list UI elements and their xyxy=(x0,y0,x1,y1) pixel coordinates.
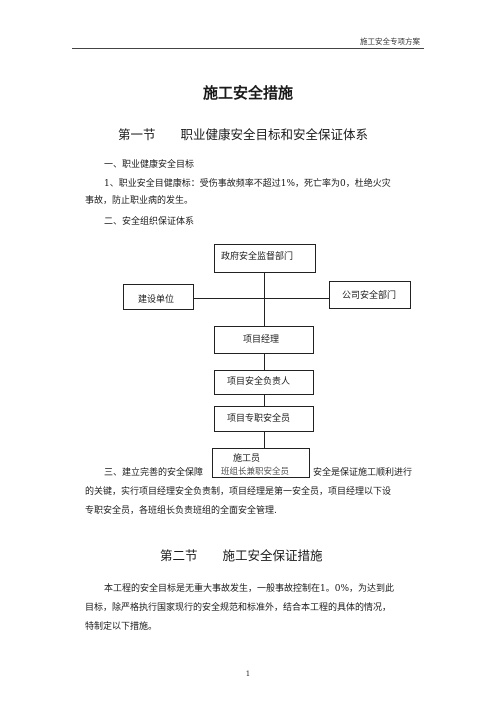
item2-heading: 二、安全组织保证体系 xyxy=(104,217,195,227)
connector-officer-worker xyxy=(264,432,265,448)
connector-horizontal xyxy=(194,298,329,299)
section2-line2: 目标，除严格执行国家现行的安全规范和标准外，结合本工程的具体的情况， xyxy=(85,603,392,613)
item3-line1-b: 安全是保证施工顺利进行 xyxy=(313,468,413,478)
org-box-gov: 政府安全监督部门 xyxy=(214,244,316,273)
connector-gov-pm xyxy=(264,273,265,326)
worker-label: 施工员 xyxy=(233,454,261,464)
running-header: 施工安全专项方案 xyxy=(360,37,420,46)
item3-line2: 的关键，实行项目经理安全负责制，项目经理是第一安全员，项目经理以下设 xyxy=(85,487,392,497)
org-box-company: 公司安全部门 xyxy=(329,281,411,309)
page-number: 1 xyxy=(245,670,251,678)
org-box-safety-head: 项目安全负责人 xyxy=(214,370,314,395)
item1-body-line2: 事故，防止职业病的发生。 xyxy=(85,196,194,206)
team-leader-label: 班组长兼职安全员 xyxy=(221,467,290,477)
header-rule xyxy=(72,48,424,49)
item3-line3: 专职安全员，各班组长负责班组的全面安全管理. xyxy=(85,506,277,516)
item1-heading: 一、职业健康安全目标 xyxy=(104,160,195,170)
item3-line1-a: 三、建立完善的安全保障 xyxy=(104,468,204,478)
item1-body-line1: 1、职业安全目健康标：受伤事故频率不超过1%，死亡率为0，杜绝火灾 xyxy=(104,179,391,189)
org-box-client: 建设单位 xyxy=(123,284,194,310)
section1-heading: 第一节 职业健康安全目标和安全保证体系 xyxy=(118,127,369,142)
org-box-safety-officer: 项目专职安全员 xyxy=(214,406,314,432)
connector-safetyhead-officer xyxy=(264,395,265,406)
org-box-pm: 项目经理 xyxy=(214,326,314,354)
org-box-worker: 施工员 班组长兼职安全员 xyxy=(212,448,310,478)
connector-pm-safetyhead xyxy=(264,354,265,370)
section2-heading: 第二节 施工安全保证措施 xyxy=(160,548,323,563)
section2-line3: 特制定以下措施。 xyxy=(85,622,158,632)
section2-line1: 本工程的安全目标是无重大事故发生，一般事故控制在1。0%，为达到此 xyxy=(104,584,395,594)
document-title: 施工安全措施 xyxy=(202,84,293,102)
